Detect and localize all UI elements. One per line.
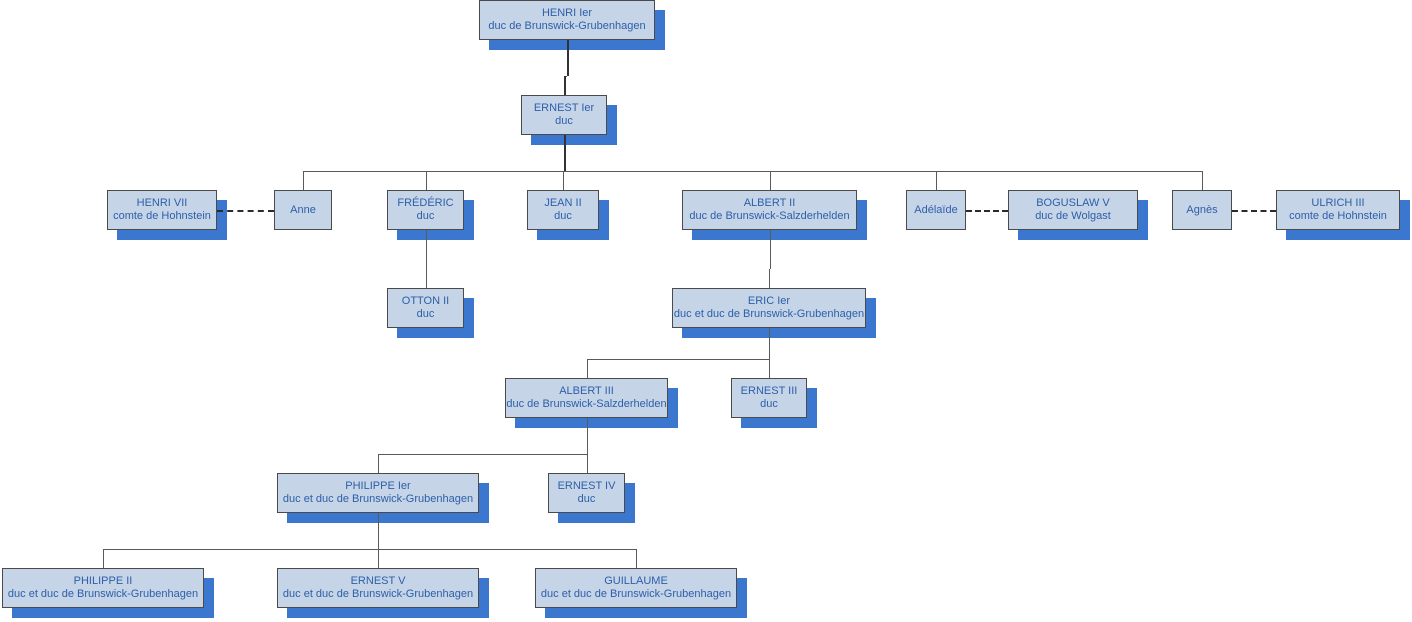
person-title: duc xyxy=(760,398,778,410)
connector-bus-eric1 xyxy=(587,359,769,360)
connector-bus-albert3 xyxy=(378,454,587,455)
person-title: duc et duc de Brunswick-Grubenhagen xyxy=(673,308,865,320)
connector-drop-albert2 xyxy=(770,171,771,190)
person-name: ALBERT II xyxy=(743,197,796,209)
person-title: comte de Hohnstein xyxy=(1289,210,1387,222)
connector-drop-guillaume xyxy=(636,549,637,568)
person-name: Anne xyxy=(290,204,316,216)
person-title: duc et duc de Brunswick-Grubenhagen xyxy=(540,588,732,600)
person-node-adelaide[interactable]: Adélaïde xyxy=(906,190,966,230)
person-name: PHILIPPE Ier xyxy=(345,480,411,492)
person-title: duc et duc de Brunswick-Grubenhagen xyxy=(7,588,199,600)
connector-drop-jean2 xyxy=(563,171,564,190)
connector-bus-ernest1 xyxy=(303,171,1202,172)
connector-bus-philippe1 xyxy=(103,549,636,550)
person-name: ERIC Ier xyxy=(747,295,791,307)
person-title: duc de Brunswick-Salzderhelden xyxy=(506,398,667,410)
connector-drop-frederic xyxy=(426,171,427,190)
person-title: comte de Hohnstein xyxy=(113,210,211,222)
connector-drop-eric1 xyxy=(769,269,770,288)
person-name: ERNEST Ier xyxy=(533,102,595,114)
connector-stem-eric1 xyxy=(769,328,770,359)
person-name: ERNEST IV xyxy=(557,480,616,492)
person-title: duc xyxy=(555,115,573,127)
person-name: GUILLAUME xyxy=(604,575,668,587)
person-title: duc xyxy=(554,210,572,222)
person-name: Adélaïde xyxy=(914,204,958,216)
spouse-link-adelaide-boguslaw5 xyxy=(966,210,1008,212)
person-name: OTTON II xyxy=(401,295,450,307)
connector-stem-albert2 xyxy=(770,230,771,269)
connector-drop-philippe1 xyxy=(378,454,379,473)
person-name: ALBERT III xyxy=(559,385,614,397)
person-name: HENRI Ier xyxy=(541,7,593,19)
connector-stem-henri1 xyxy=(567,40,569,76)
connector-drop-anne xyxy=(303,171,304,190)
person-name: ULRICH III xyxy=(1311,197,1365,209)
connector-drop-albert3 xyxy=(587,359,588,378)
connector-stem-ernest1 xyxy=(564,135,566,171)
person-title: duc xyxy=(416,210,435,222)
connector-drop-ernest3 xyxy=(769,359,770,378)
person-name: FRÉDÉRIC xyxy=(397,197,454,209)
person-title: duc et duc de Brunswick-Grubenhagen xyxy=(282,588,474,600)
person-title: duc et duc de Brunswick-Grubenhagen xyxy=(282,493,474,505)
person-node-anne[interactable]: Anne xyxy=(274,190,332,230)
connector-stem-frederic xyxy=(426,230,427,269)
person-name: ERNEST III xyxy=(740,385,798,397)
person-name: ERNEST V xyxy=(350,575,406,587)
spouse-link-henri7-anne xyxy=(217,210,274,212)
person-title: duc de Brunswick-Salzderhelden xyxy=(689,210,850,222)
person-title: duc xyxy=(416,308,435,320)
person-name: Agnès xyxy=(1186,204,1218,216)
person-title: duc de Brunswick-Grubenhagen xyxy=(488,20,646,32)
person-node-agnes[interactable]: Agnès xyxy=(1172,190,1232,230)
person-name: JEAN II xyxy=(544,197,582,209)
person-title: duc xyxy=(577,493,596,505)
connector-drop-philippe2 xyxy=(103,549,104,568)
connector-drop-adelaide xyxy=(936,171,937,190)
connector-drop-ernest1 xyxy=(564,76,566,95)
connector-drop-ernest4 xyxy=(587,454,588,473)
connector-stem-philippe1 xyxy=(378,513,379,549)
spouse-link-agnes-ulrich3 xyxy=(1232,210,1276,212)
person-name: BOGUSLAW V xyxy=(1036,197,1110,209)
person-name: HENRI VII xyxy=(136,197,188,209)
connector-drop-ernest5 xyxy=(378,549,379,568)
person-title: duc de Wolgast xyxy=(1035,210,1111,222)
connector-stem-albert3 xyxy=(587,418,588,454)
person-name: PHILIPPE II xyxy=(73,575,133,587)
connector-drop-otton2 xyxy=(426,269,427,288)
connector-drop-agnes xyxy=(1202,171,1203,190)
